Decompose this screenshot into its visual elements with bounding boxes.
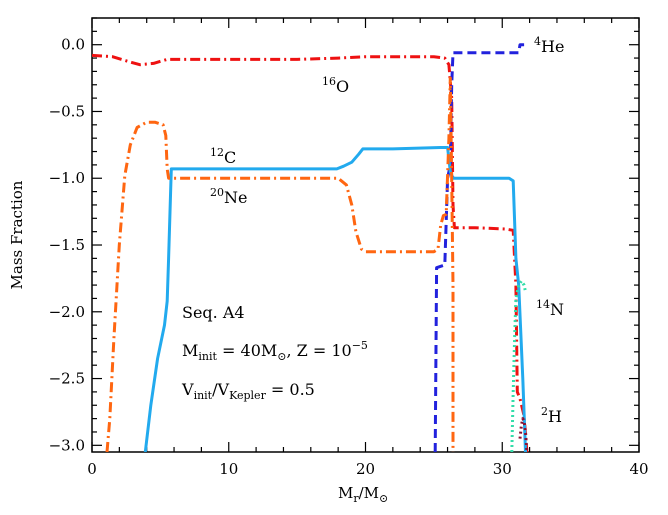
x-tick-label: 20 xyxy=(356,460,375,478)
series-label-4He: 4He xyxy=(534,35,564,56)
axis-tick-labels: 0 10 20 30 40 0.0 −0.5 −1.0 −1.5 −2.0 −2.5 −3.0 xyxy=(49,36,649,478)
series-line-14N xyxy=(510,279,527,452)
x-tick-label: 10 xyxy=(219,460,238,478)
series-label-14N: 14N xyxy=(536,298,564,319)
x-axis-title: Mr/M⊙ xyxy=(338,484,388,505)
y-tick-label: −1.5 xyxy=(49,236,85,254)
y-tick-label: 0.0 xyxy=(61,36,85,54)
x-tick-label: 30 xyxy=(493,460,512,478)
y-tick-label: −1.0 xyxy=(49,169,85,187)
x-tick-label: 40 xyxy=(629,460,648,478)
x-tick-label: 0 xyxy=(87,460,97,478)
series-line-20Ne xyxy=(105,76,455,452)
y-tick-label: −2.5 xyxy=(49,370,85,388)
series-line-12C xyxy=(143,146,527,452)
series-label-16O: 16O xyxy=(322,75,349,96)
series-layer xyxy=(92,43,529,452)
series-line-16O xyxy=(92,53,529,452)
plot-frame xyxy=(91,17,640,453)
series-line-4He xyxy=(433,43,525,452)
series-label-2H: 2H xyxy=(541,405,562,426)
y-tick-label: −3.0 xyxy=(49,436,85,454)
y-tick-label: −2.0 xyxy=(49,303,85,321)
y-tick-label: −0.5 xyxy=(49,102,85,120)
series-label-20Ne: 20Ne xyxy=(210,186,247,207)
axis-ticks xyxy=(91,17,640,452)
annotation-mass-metallicity: Minit = 40M⊙, Z = 10−5 xyxy=(182,339,368,363)
y-axis-title: Mass Fraction xyxy=(8,180,26,289)
series-label-12C: 12C xyxy=(210,146,236,167)
annotation-rotation: Vinit/VKepler = 0.5 xyxy=(181,380,315,402)
annotation-sequence: Seq. A4 xyxy=(182,303,245,322)
series-line-2H xyxy=(518,417,529,452)
